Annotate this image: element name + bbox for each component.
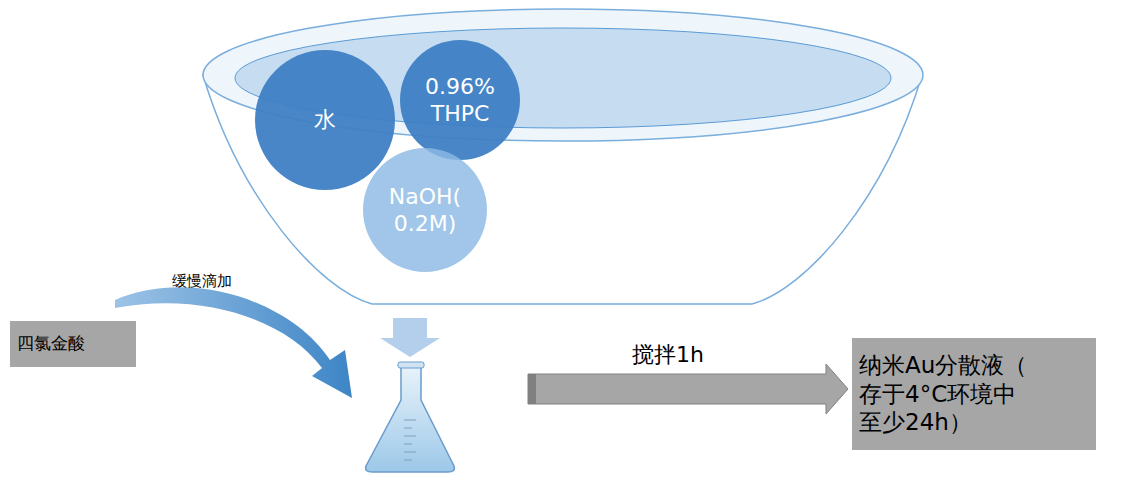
ingredient-label: 0.96% THPC	[420, 73, 501, 128]
ingredient-label: 水	[314, 106, 336, 134]
product-box: 纳米Au分散液（ 存于4°C环境中 至少24h）	[852, 338, 1096, 450]
box-label: 四氯金酸	[17, 333, 85, 354]
ingredient-circle: 水	[255, 50, 395, 190]
curved-arrow	[115, 287, 352, 398]
arrow-tail	[528, 374, 536, 404]
step-label: 搅拌1h	[632, 340, 704, 370]
step-label: 缓慢滴加	[172, 272, 232, 291]
flask	[366, 362, 455, 472]
ingredient-label: NaOH( 0.2M)	[383, 183, 467, 238]
graduation-mark	[404, 460, 412, 461]
graduation-mark	[404, 420, 416, 421]
graduation-mark	[404, 436, 416, 437]
ingredient-circle: 0.96% THPC	[400, 40, 520, 160]
box-label: 纳米Au分散液（ 存于4°C环境中 至少24h）	[859, 351, 1087, 437]
ingredient-circle: NaOH( 0.2M)	[363, 148, 487, 272]
down-arrow	[380, 318, 440, 357]
process-arrow	[528, 364, 848, 414]
reagent-box: 四氯金酸	[10, 321, 136, 367]
graduation-mark	[404, 428, 412, 429]
graduation-mark	[404, 444, 412, 445]
graduation-mark	[404, 452, 416, 453]
